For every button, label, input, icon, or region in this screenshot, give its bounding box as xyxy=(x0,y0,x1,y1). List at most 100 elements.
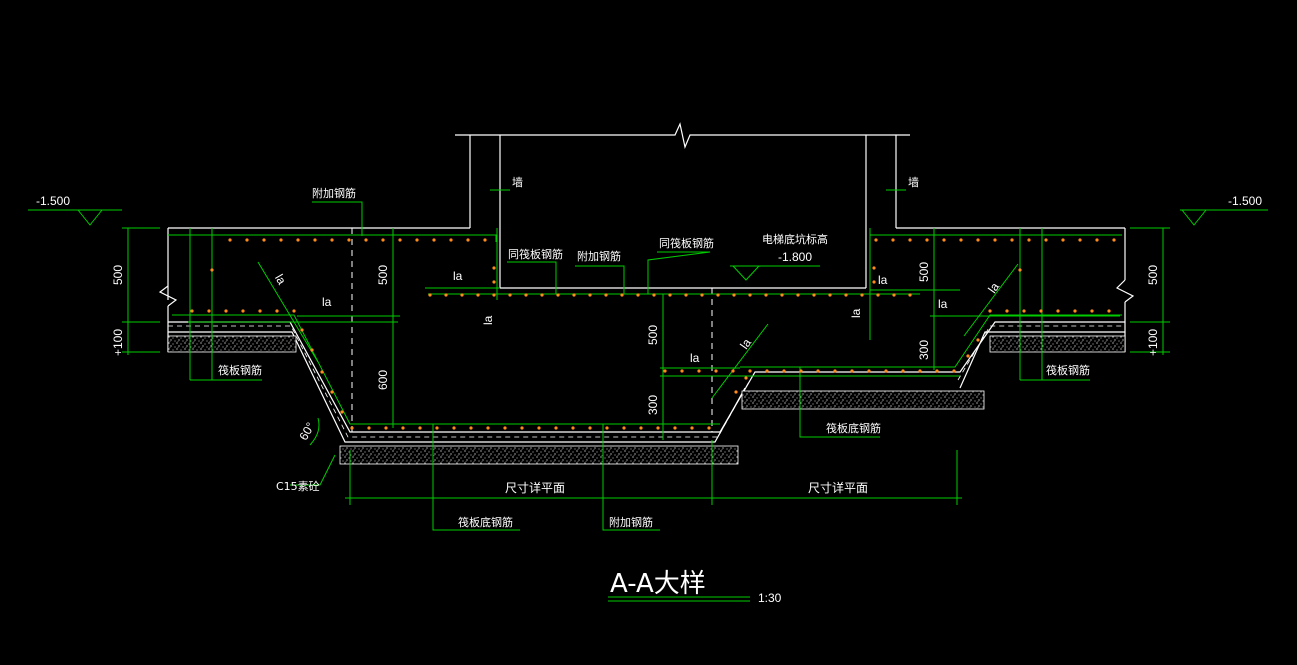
rebar-dot-89 xyxy=(384,426,388,430)
rebar-dot-105 xyxy=(656,426,660,430)
rebar-dot-102 xyxy=(605,426,609,430)
rebar-dot-124 xyxy=(966,354,970,358)
dim-right-inner-500: 500 xyxy=(917,262,931,282)
label-raft-bottom-right: 筏板底钢筋 xyxy=(826,421,881,435)
rebar-dot-107 xyxy=(690,426,694,430)
rebar-dot-15 xyxy=(483,238,487,242)
rebar-dot-39 xyxy=(556,293,560,297)
rebar-dot-93 xyxy=(452,426,456,430)
rebar-dot-58 xyxy=(860,293,864,297)
la-diagonal-right xyxy=(963,263,1019,337)
rebar-dot-84 xyxy=(918,369,922,373)
rebar-dot-54 xyxy=(796,293,800,297)
rebar-dot-40 xyxy=(572,293,576,297)
rebar-dot-17 xyxy=(891,238,895,242)
label-concrete: C15素砼 xyxy=(276,480,320,493)
rebar-dot-5 xyxy=(313,238,317,242)
rebar-dot-56 xyxy=(828,293,832,297)
rebar-dot-117 xyxy=(300,328,304,332)
leader-concrete xyxy=(290,454,336,486)
la-label-1: la xyxy=(272,272,289,287)
rebar-dot-94 xyxy=(469,426,473,430)
rebar-dot-62 xyxy=(190,309,194,313)
layer-dashed-right xyxy=(957,325,1125,381)
rebar-dot-66 xyxy=(258,309,262,313)
right-cushion-outline xyxy=(959,331,1125,389)
label-raft-bottom-bottom: 筏板底钢筋 xyxy=(458,515,513,529)
rebar-dot-120 xyxy=(330,390,334,394)
rebar-dot-116 xyxy=(1107,309,1111,313)
rebar-dot-128 xyxy=(872,266,876,270)
rebar-dot-123 xyxy=(744,376,748,380)
rebar-dot-53 xyxy=(780,293,784,297)
rebar-dot-10 xyxy=(398,238,402,242)
elev-pit-label: 电梯底坑标高 xyxy=(762,232,828,246)
dim-left-inner-500: 500 xyxy=(376,265,390,285)
label-span-right: 尺寸详平面 xyxy=(808,480,868,495)
rebar-dot-75 xyxy=(765,369,769,373)
rebar-upper-bottom-right xyxy=(740,314,1122,368)
rebar-dot-16 xyxy=(874,238,878,242)
rebar-dot-25 xyxy=(1027,238,1031,242)
cushion-bottom xyxy=(339,445,739,465)
rebar-dot-7 xyxy=(347,238,351,242)
rebar-dot-79 xyxy=(833,369,837,373)
rebar-dot-113 xyxy=(1056,309,1060,313)
rebar-dot-8 xyxy=(364,238,368,242)
label-raft-right: 筏板钢筋 xyxy=(1046,363,1090,377)
rebar-dot-32 xyxy=(444,293,448,297)
rebar-dot-26 xyxy=(1044,238,1048,242)
wall-left-label: 墙 xyxy=(512,175,523,189)
drawing-title: A-A大样 xyxy=(610,569,706,599)
concrete-cushion xyxy=(167,335,1126,465)
la-label-8: la xyxy=(849,308,863,318)
rebar-dot-46 xyxy=(668,293,672,297)
rebar-dot-60 xyxy=(892,293,896,297)
rebar-dot-130 xyxy=(210,268,214,272)
rebar-dot-81 xyxy=(867,369,871,373)
rebar-dot-51 xyxy=(748,293,752,297)
leader-raft-bottom-right xyxy=(799,367,880,438)
angle-arc xyxy=(309,417,320,446)
rebar-dot-27 xyxy=(1061,238,1065,242)
rebar-dot-23 xyxy=(993,238,997,242)
la-label-7: la xyxy=(878,273,888,287)
rebar-dot-37 xyxy=(524,293,528,297)
rebar-dot-73 xyxy=(731,369,735,373)
rebar-dot-34 xyxy=(476,293,480,297)
elevation-markers xyxy=(77,209,1207,281)
hidden-lines xyxy=(351,228,713,432)
rebar-dot-131 xyxy=(1018,268,1022,272)
dim-left-outer-500: 500 xyxy=(111,265,125,285)
label-same-raft-1: 同筏板钢筋 xyxy=(508,247,563,261)
dim-right-outer-500: 500 xyxy=(1146,265,1160,285)
dim-left-inner-600: 600 xyxy=(376,370,390,390)
rebar-dot-48 xyxy=(700,293,704,297)
rebar-dot-22 xyxy=(976,238,980,242)
rebar-dot-100 xyxy=(571,426,575,430)
drawing-scale: 1:30 xyxy=(758,591,782,605)
dim-right-inner-300: 300 xyxy=(917,340,931,360)
leader-additional-mid xyxy=(575,265,625,294)
rebar-dot-103 xyxy=(622,426,626,430)
rebar-dot-114 xyxy=(1073,309,1077,313)
rebar-dot-101 xyxy=(588,426,592,430)
rebar-dot-118 xyxy=(310,348,314,352)
rebar-dot-61 xyxy=(908,293,912,297)
waterproof-layers xyxy=(168,325,1125,438)
rebar-dot-111 xyxy=(1022,309,1026,313)
rebar-dot-19 xyxy=(925,238,929,242)
la-label-9: la xyxy=(938,297,948,311)
label-additional-top: 附加钢筋 xyxy=(312,186,356,200)
rebar-dot-50 xyxy=(732,293,736,297)
rebar-dot-20 xyxy=(942,238,946,242)
rebar-dot-2 xyxy=(262,238,266,242)
rebar-dot-0 xyxy=(228,238,232,242)
la-diagonal-left xyxy=(257,261,319,363)
rebar-dot-126 xyxy=(492,266,496,270)
rebar-dot-70 xyxy=(680,369,684,373)
rebar-dot-33 xyxy=(460,293,464,297)
rebar-dot-42 xyxy=(604,293,608,297)
rebar-dot-64 xyxy=(224,309,228,313)
